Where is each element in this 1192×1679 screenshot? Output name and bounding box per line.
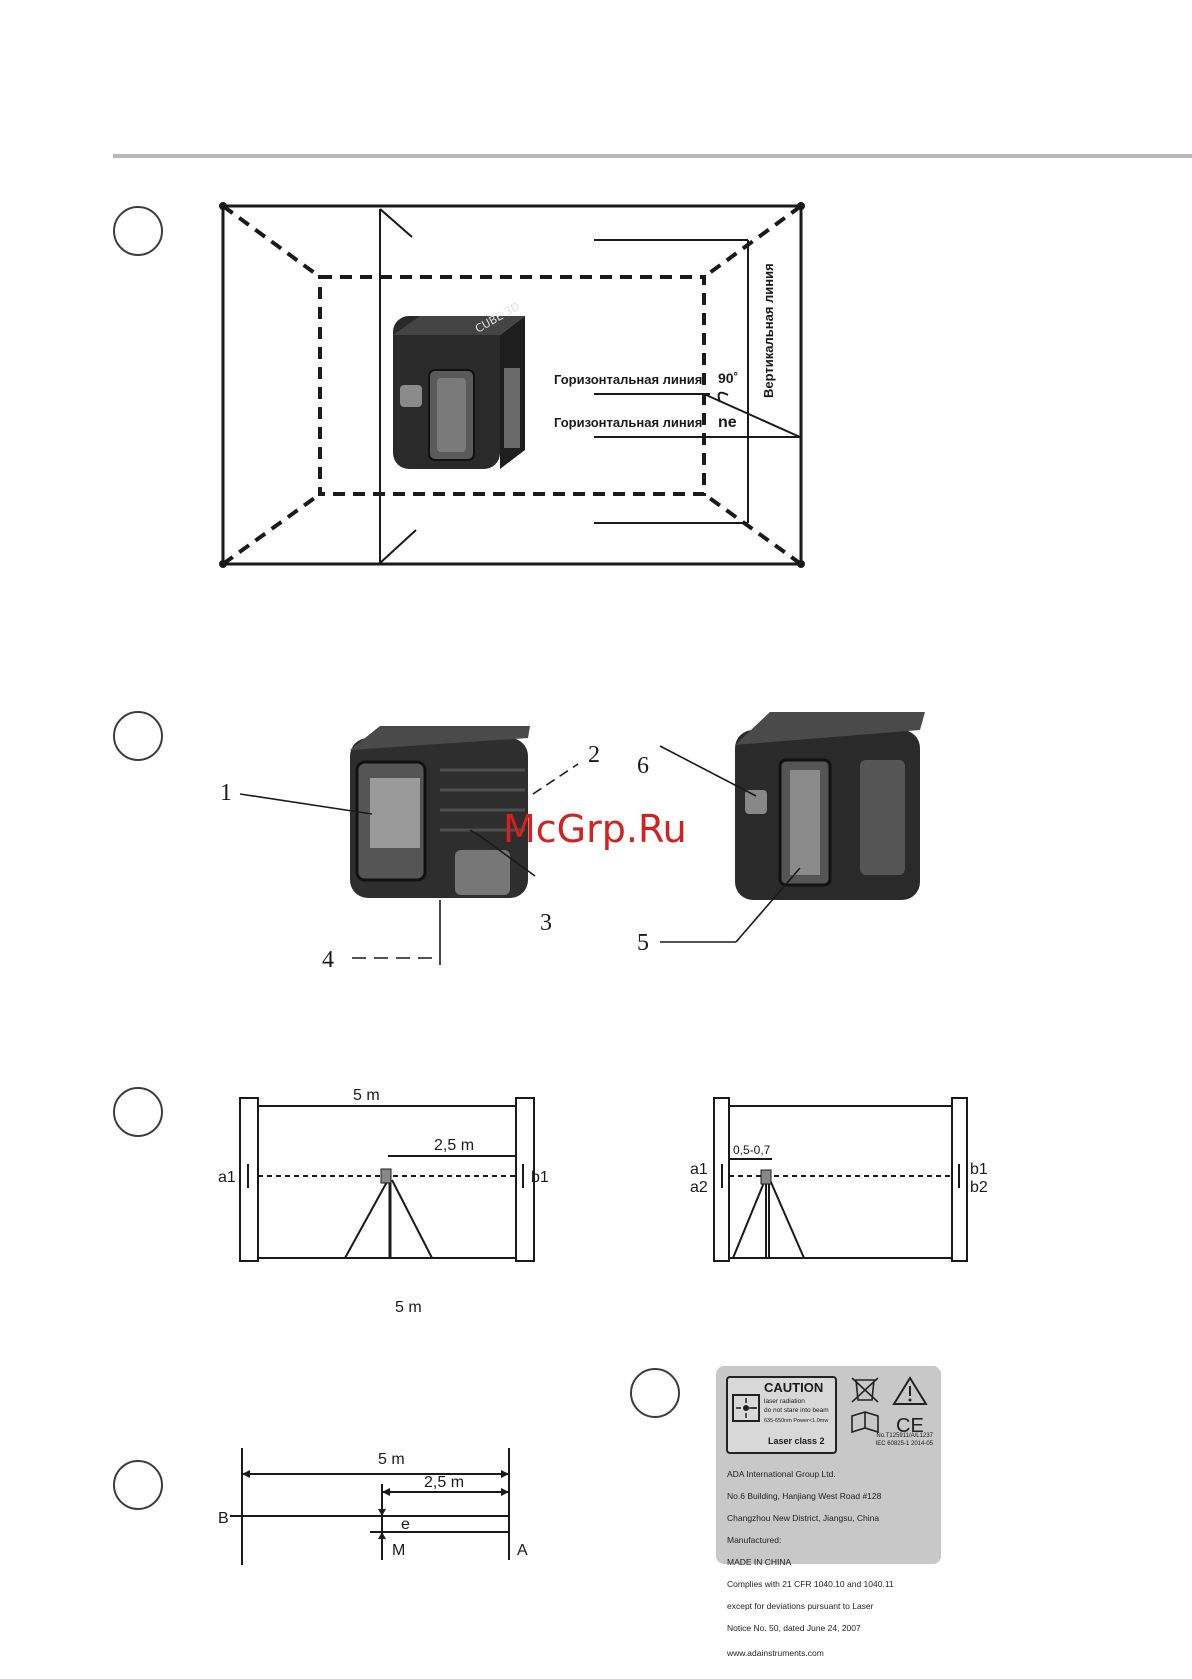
warning-line-1: laser radiation — [764, 1398, 805, 1405]
recycling-icon — [851, 1377, 879, 1434]
watermark: McGrp.Ru — [503, 807, 687, 851]
callout-4: 4 — [322, 947, 334, 973]
callout-3: 3 — [540, 910, 552, 936]
callout-6: 6 — [637, 753, 649, 779]
calibration-diagram-right: 0,5-0,7 a1 a2 b1 b2 — [690, 1097, 988, 1262]
cube-device: CUBE 3D — [393, 300, 525, 469]
horizontal-line-label-bottom: Горизонтальная линия — [554, 415, 702, 430]
dist-5m-label: 5 m — [378, 1451, 405, 1468]
device-parts-figure: 1 2 3 4 5 6 McGrp.Ru — [220, 712, 925, 973]
warning-line-2: do not stare into beam — [764, 1407, 829, 1414]
callout-2: 2 — [588, 742, 600, 768]
figure-marker-1 — [113, 206, 163, 256]
dist-top-label: 5 m — [353, 1087, 380, 1104]
laser-class: Laser class 2 — [768, 1436, 825, 1446]
dist-bottom-label: 5 m — [395, 1299, 422, 1316]
reg-numbers: No.T125911/A/L1237 IEC 60825-1 2014-05 — [875, 1433, 933, 1447]
b1-label: b1 — [531, 1169, 549, 1186]
svg-text:CE: CE — [896, 1415, 924, 1437]
m-label: M — [392, 1542, 405, 1559]
ne-label: ne — [718, 414, 737, 431]
b2-label: b2 — [970, 1179, 988, 1196]
caution-box: CAUTION laser radiation do not stare int… — [726, 1376, 837, 1454]
ce-mark-icon: CE — [892, 1376, 928, 1437]
gap-label: 0,5-0,7 — [733, 1143, 771, 1157]
room-diagram: CUBE 3D Горизонтальная линия Горизонталь… — [219, 202, 805, 568]
callout-1: 1 — [220, 780, 232, 806]
caution-title: CAUTION — [764, 1380, 824, 1395]
callout-5: 5 — [637, 930, 649, 956]
a1-label: a1 — [218, 1169, 236, 1186]
figure-marker-3 — [113, 1087, 163, 1137]
manufacturer-info: ADA International Group Ltd. No.6 Buildi… — [727, 1469, 894, 1658]
product-label: CAUTION laser radiation do not stare int… — [716, 1366, 941, 1658]
laser-spec: 635-650nm Power<1.0mw — [764, 1418, 829, 1424]
figure-marker-2 — [113, 711, 163, 761]
laser-warning-icon — [732, 1394, 760, 1422]
a1-right-label: a1 — [690, 1161, 708, 1178]
cube-front-view — [350, 726, 530, 898]
a2-label: a2 — [690, 1179, 708, 1196]
calibration-diagram-left: 5 m 2,5 m a1 b1 5 m — [218, 1087, 549, 1316]
cube-side-view — [735, 712, 925, 900]
deviation-diagram: 5 m 2,5 m B A e M — [218, 1448, 528, 1565]
point-b-label: B — [218, 1510, 229, 1527]
point-a-label: A — [517, 1542, 528, 1559]
header-rule — [113, 154, 1192, 158]
dist-2-5m-label: 2,5 m — [424, 1474, 464, 1491]
b1-right-label: b1 — [970, 1161, 988, 1178]
figure-marker-4 — [113, 1460, 163, 1510]
figure-marker-5 — [630, 1368, 680, 1418]
horizontal-line-label-top: Горизонтальная линия — [554, 372, 702, 387]
vertical-line-label: Вертикальная линия — [761, 263, 776, 398]
e-label: e — [401, 1516, 410, 1533]
dist-half-label: 2,5 m — [434, 1137, 474, 1154]
angle-label: 90˚ — [718, 370, 738, 386]
